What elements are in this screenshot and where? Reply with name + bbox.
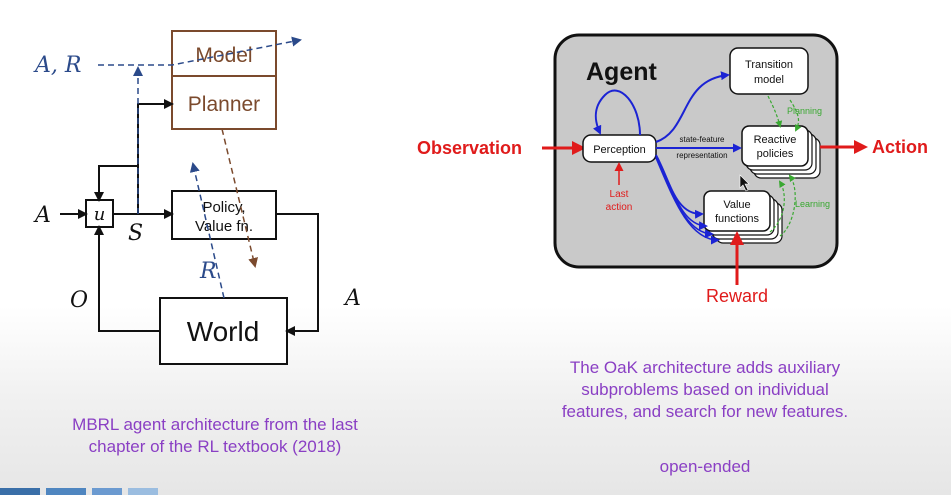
bottom-taskbar-strip xyxy=(0,488,951,495)
mbrl-caption-line2: chapter of the RL textbook (2018) xyxy=(88,437,342,456)
s-to-planner-arrow xyxy=(137,99,174,214)
perception-self-loop-arrow xyxy=(593,89,641,136)
last-action-line2: action xyxy=(606,202,633,213)
a-r-label: A, R xyxy=(33,53,81,78)
policy-to-world-arrow xyxy=(276,213,319,336)
u-label: u xyxy=(94,204,106,225)
open-ended-label: open-ended xyxy=(659,457,751,476)
planner-label: Planner xyxy=(188,93,260,116)
o-label: O xyxy=(70,288,88,313)
a-input-label: A xyxy=(33,203,51,228)
transition-line1: Transition xyxy=(745,59,793,71)
world-label: World xyxy=(187,316,260,347)
strip-segment xyxy=(92,488,122,495)
perception-to-value-arrow-4 xyxy=(655,157,720,245)
r-label: R xyxy=(199,259,217,284)
policy-label-line2: Value fn. xyxy=(195,218,253,235)
perception-to-transition-arrow xyxy=(655,71,730,143)
oak-diagram: Agent Observation Perception Last action… xyxy=(417,33,928,306)
oak-caption-line1: The OaK architecture adds auxiliary xyxy=(569,358,841,377)
ar-to-model-dashed-arrow xyxy=(98,36,302,66)
planner-box xyxy=(171,75,277,130)
reward-label: Reward xyxy=(706,286,768,306)
perception-label: Perception xyxy=(593,144,646,156)
agent-title: Agent xyxy=(586,58,658,86)
planning-dashed-arrow xyxy=(767,95,783,128)
last-action-line1: Last xyxy=(610,189,629,200)
planner-dashed-arrow xyxy=(221,128,258,268)
value-line1: Value xyxy=(723,199,750,211)
reactive-policies-box xyxy=(741,125,809,167)
learning-dashed-arrow-2 xyxy=(769,180,786,233)
value-functions-box xyxy=(703,190,771,232)
transition-model-box xyxy=(729,47,809,95)
value-line2: functions xyxy=(715,213,760,225)
r-dashed-arrow xyxy=(189,162,225,299)
planning-label: Planning xyxy=(787,106,822,116)
observation-label: Observation xyxy=(417,138,522,158)
strip-segment xyxy=(46,488,86,495)
state-feature-line2: representation xyxy=(676,151,727,160)
reactive-line1: Reactive xyxy=(754,134,797,146)
mouse-cursor-icon xyxy=(739,174,750,192)
mbrl-diagram: Model Planner Policy, Value fn. World u … xyxy=(33,30,361,365)
policy-box xyxy=(171,190,277,240)
learning-dashed-arrow xyxy=(779,174,796,237)
mbrl-caption-line1: MBRL agent architecture from the last xyxy=(72,415,358,434)
model-label: Model xyxy=(195,44,252,67)
oak-caption: The OaK architecture adds auxiliary subp… xyxy=(520,357,890,423)
strip-segment xyxy=(0,488,40,495)
world-to-u-arrow xyxy=(94,225,160,332)
learning-label: Learning xyxy=(795,199,830,209)
transition-line2: model xyxy=(754,74,784,86)
planning-dashed-arrow-2 xyxy=(789,99,802,132)
action-label: Action xyxy=(872,137,928,157)
s-to-u-feedback-arrow xyxy=(94,165,138,202)
a-right-label: A xyxy=(343,286,361,311)
s-label: S xyxy=(128,221,143,246)
model-box xyxy=(171,30,277,77)
state-feature-line1: state-feature xyxy=(680,135,725,144)
oak-caption-line3: features, and search for new features. xyxy=(561,402,849,421)
reactive-line2: policies xyxy=(757,148,794,160)
oak-caption-line2: subproblems based on individual xyxy=(581,380,829,399)
mbrl-caption: MBRL agent architecture from the last ch… xyxy=(25,414,405,458)
strip-segment xyxy=(128,488,158,495)
policy-label-line1: Policy, xyxy=(202,199,245,216)
